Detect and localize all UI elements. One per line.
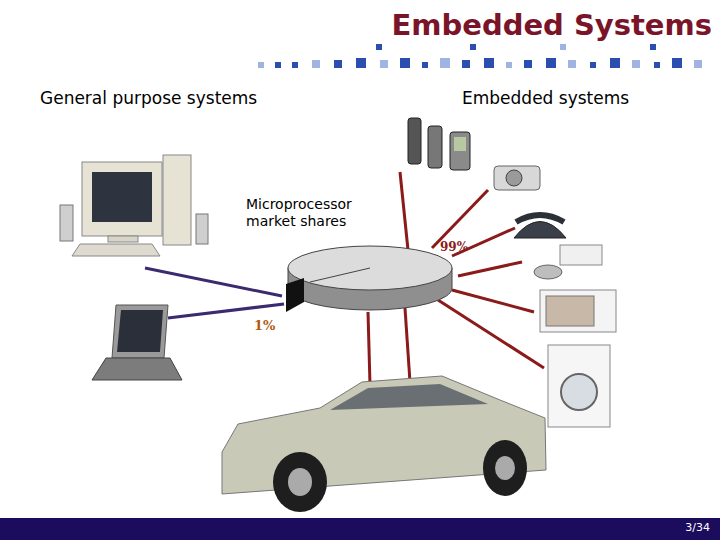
- decor-square: [356, 58, 366, 68]
- pc-tower: [163, 155, 191, 245]
- leader-line: [438, 300, 544, 368]
- decor-square: [484, 58, 494, 68]
- pie-slice: [286, 278, 304, 312]
- decor-square: [275, 62, 281, 68]
- laptop-base: [92, 358, 182, 380]
- leader-line: [452, 290, 534, 312]
- decor-square: [610, 58, 620, 68]
- decor-square: [462, 60, 470, 68]
- leader-line: [432, 190, 488, 248]
- car-hub: [495, 456, 515, 480]
- speaker: [196, 214, 208, 244]
- mobile-phone: [408, 118, 421, 164]
- game-console: [560, 245, 602, 265]
- camera: [494, 166, 540, 190]
- footer-band: [0, 518, 720, 540]
- keyboard: [72, 244, 160, 256]
- monitor-screen: [92, 172, 152, 222]
- decor-square: [376, 44, 382, 50]
- leader-line: [168, 304, 284, 318]
- decor-square: [546, 58, 556, 68]
- group-heading: General purpose systems: [40, 88, 257, 108]
- decor-square: [650, 44, 656, 50]
- decor-square: [506, 62, 512, 68]
- speaker: [60, 205, 73, 241]
- leader-line: [458, 262, 522, 276]
- washer-door: [561, 374, 597, 410]
- microwave-door: [546, 296, 594, 326]
- car-hub: [288, 468, 312, 496]
- pie-top: [288, 246, 452, 290]
- laptop-lid: [112, 305, 168, 358]
- decor-square: [470, 44, 476, 50]
- monitor: [82, 162, 162, 236]
- chart-caption: Microprocessor market shares: [246, 196, 366, 230]
- decor-square: [654, 62, 660, 68]
- decor-square: [560, 44, 566, 50]
- decor-square: [400, 58, 410, 68]
- pie-divider: [310, 268, 370, 282]
- leader-line: [368, 312, 370, 385]
- decor-square: [672, 58, 682, 68]
- microwave: [540, 290, 616, 332]
- leader-line: [400, 172, 408, 250]
- decor-square: [590, 62, 596, 68]
- leader-line: [145, 268, 282, 296]
- decor-square: [568, 60, 576, 68]
- decor-square: [694, 60, 702, 68]
- mobile-phone: [428, 126, 442, 168]
- pda: [450, 132, 470, 170]
- decor-square: [440, 58, 450, 68]
- percent-label: 99%: [440, 240, 468, 254]
- car-wheel: [273, 452, 327, 512]
- group-heading: Embedded systems: [462, 88, 629, 108]
- decor-square: [632, 60, 640, 68]
- decor-square: [292, 62, 298, 68]
- pda-screen: [454, 137, 466, 151]
- monitor-stand: [108, 236, 138, 242]
- percent-label: 1%: [254, 318, 275, 333]
- decor-square: [422, 62, 428, 68]
- decor-square: [258, 62, 264, 68]
- washing-machine: [548, 345, 610, 427]
- decor-square: [524, 60, 532, 68]
- laptop-screen: [117, 310, 163, 352]
- decor-square: [334, 60, 342, 68]
- slide-title: Embedded Systems: [391, 8, 712, 42]
- decor-square: [312, 60, 320, 68]
- game-controller: [534, 265, 562, 279]
- telephone: [514, 222, 566, 239]
- decor-square: [380, 60, 388, 68]
- car-window: [330, 384, 488, 410]
- telephone-handset: [516, 215, 564, 222]
- camera-lens: [506, 170, 522, 186]
- car-wheel: [483, 440, 527, 496]
- page-number: 3/34: [685, 521, 710, 534]
